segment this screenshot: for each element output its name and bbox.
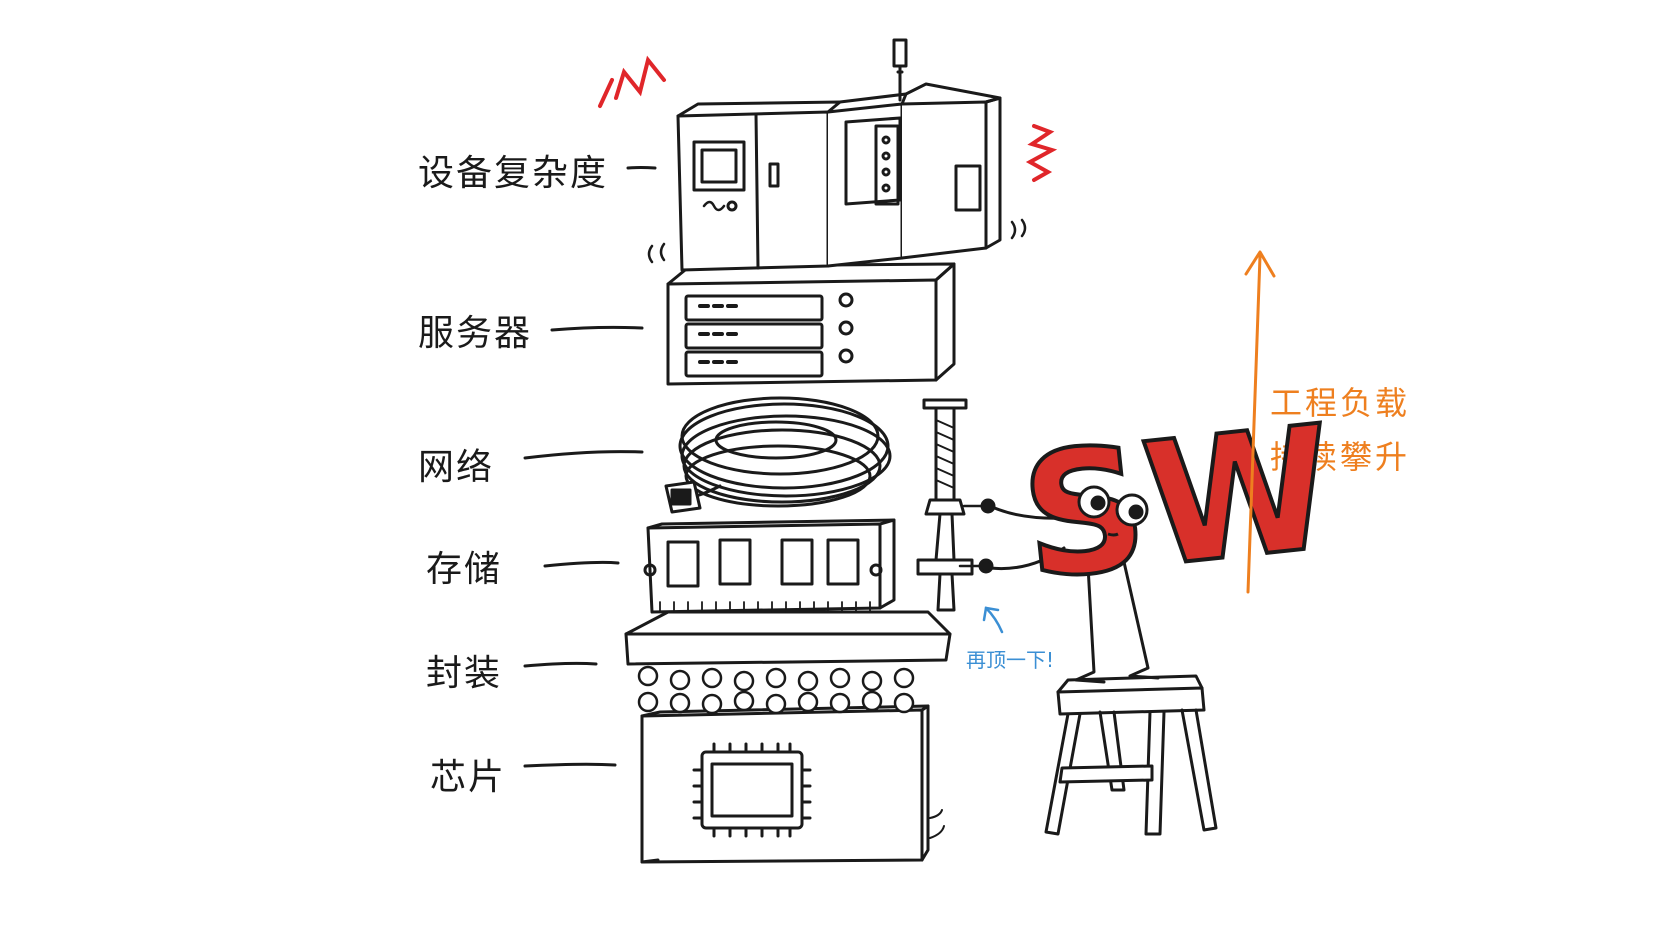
shake-marks bbox=[598, 55, 1058, 182]
network-cable-coil bbox=[664, 396, 892, 514]
leader-server bbox=[550, 325, 644, 332]
vibration-right bbox=[1010, 218, 1027, 240]
label-server: 服务器 bbox=[418, 313, 533, 354]
label-equipment-complexity: 设备复杂度 bbox=[418, 153, 609, 194]
shake-mark-top bbox=[598, 55, 666, 108]
vibration-left bbox=[647, 242, 666, 264]
side-label-line1: 工程负载 bbox=[1270, 384, 1411, 422]
label-packaging: 封装 bbox=[426, 653, 503, 694]
equipment-beacon bbox=[892, 38, 908, 102]
leader-chip bbox=[523, 762, 617, 768]
note-arrow bbox=[982, 606, 1004, 634]
stool bbox=[1044, 674, 1218, 836]
side-label-engineering-load: 工程负载 持续攀升 bbox=[1270, 376, 1410, 484]
chip-die-inner bbox=[710, 762, 794, 818]
jack-screw bbox=[916, 398, 996, 612]
chip-die-outer bbox=[700, 750, 804, 830]
equipment-machine bbox=[676, 38, 1002, 272]
mascot-eyes bbox=[1077, 485, 1149, 537]
leader-equipment bbox=[626, 166, 657, 170]
mascot-sw-logo: SW bbox=[1011, 387, 1344, 620]
server-unit bbox=[666, 262, 956, 386]
shake-mark-right bbox=[1025, 124, 1058, 182]
note-push-again: 再顶一下! bbox=[966, 648, 1055, 672]
mascot-logo-text: SW bbox=[1013, 389, 1342, 618]
leader-storage bbox=[543, 560, 620, 568]
load-rising-arrow bbox=[1244, 250, 1276, 594]
label-storage: 存储 bbox=[426, 549, 503, 590]
label-network: 网络 bbox=[418, 447, 495, 488]
packaging-slab bbox=[624, 610, 952, 666]
label-chip: 芯片 bbox=[430, 757, 507, 798]
leader-packaging bbox=[523, 661, 598, 668]
chip-block bbox=[640, 704, 945, 864]
packaging-balls bbox=[637, 665, 915, 715]
storage-module bbox=[643, 518, 896, 614]
side-label-line2: 持续攀升 bbox=[1270, 438, 1411, 476]
mascot-limbs bbox=[988, 504, 1160, 684]
leader-network bbox=[523, 450, 644, 460]
